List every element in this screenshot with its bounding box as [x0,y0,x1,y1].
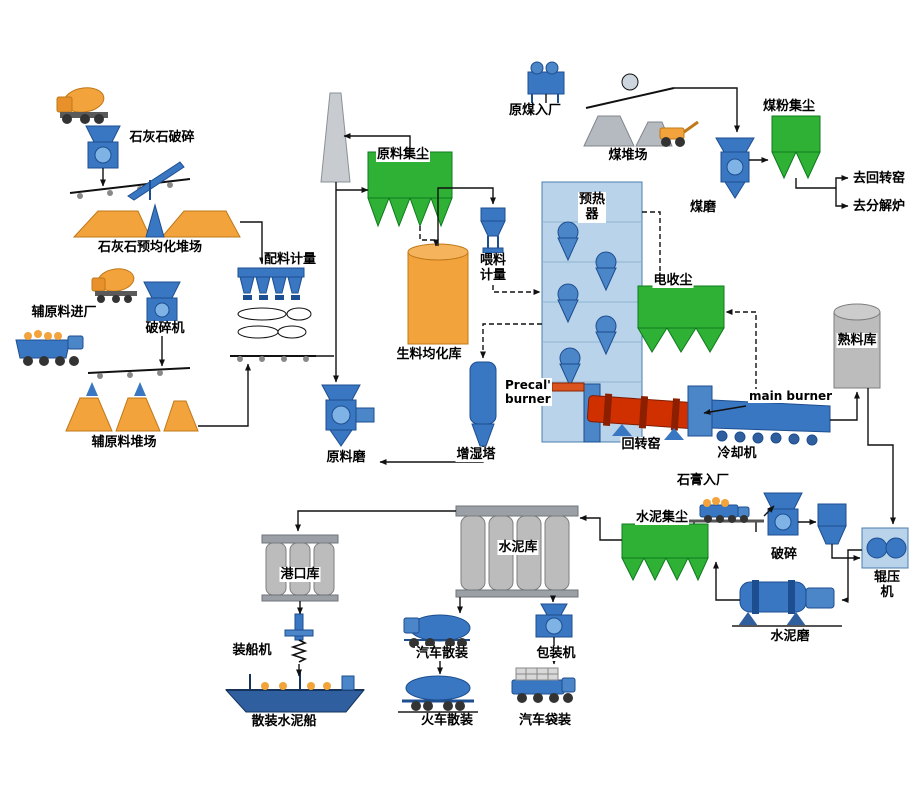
clinker-silo [833,303,881,389]
batching-conveyors [230,307,316,362]
rail-tank-car [398,675,478,713]
cement-silo-label: 水泥库 [497,540,539,556]
limestone-preblending-piles [72,203,241,238]
bulk-cement-ship [224,672,366,713]
raw-meal-homogenizing-silo [407,243,469,345]
bulk-cement-ship-label: 散装水泥船 [250,714,318,730]
preheater-label: 预热 器 [577,192,607,223]
rotary-kiln-label: 回转窑 [620,437,662,453]
limestone-crushing-label: 石灰石破碎 [128,130,196,146]
gypsum-crushing-label: 破碎 [769,547,799,563]
to-calciner-label: 去分解炉 [852,199,907,215]
coal-mill-label: 煤磨 [688,200,718,216]
truck-bag-label: 汽车袋装 [517,713,573,729]
kiln-support-left [612,424,632,436]
chimney [320,92,351,183]
roller-press [861,527,909,569]
aux-crusher [143,281,181,323]
gypsum-bin [817,503,847,545]
kiln-support-right [664,428,684,440]
humidifying-tower [469,361,497,447]
cement-dust-collector [621,523,709,582]
esp-label: 电收尘 [652,273,694,289]
cooler-label: 冷却机 [716,446,758,462]
electrostatic-precipitator [637,285,725,353]
to-rotary-kiln-label: 去回转窑 [852,171,907,187]
port-silo-label: 港口库 [279,567,321,583]
mixer-truck-aux [91,268,137,303]
aux-material-piles [65,382,199,432]
coal-dust-label: 煤粉集尘 [761,99,817,115]
raw-coal-inbound-label: 原煤入厂 [507,103,563,119]
clinker-silo-label: 熟料库 [836,333,878,349]
crusher-label: 破碎机 [144,321,186,337]
humidifying-tower-label: 增湿塔 [455,447,497,463]
gypsum-crusher [763,492,803,536]
rotary-kiln [586,393,698,431]
main-burner-label: main burner [748,389,834,404]
precalciner-burner-pipe [551,382,585,392]
raw-material-dust-label: 原料集尘 [375,147,431,163]
roller-press-label: 辊压机 [870,570,904,601]
aux-conveyor [87,367,191,379]
aux-material-inbound-label: 辅原料进厂 [30,305,98,321]
train-bulk-label: 火车散装 [419,713,475,729]
coal-mill [715,137,755,199]
coal-yard-label: 煤堆场 [607,148,649,164]
ship-loader [284,613,314,663]
coal-intake-crusher [527,61,565,104]
raw-meal-silo-label: 生料均化库 [395,347,463,363]
feed-metering-hopper [480,207,506,254]
packing-machine-label: 包装机 [535,646,577,662]
ship-loader-label: 装船机 [231,643,273,659]
truck-bulk-label: 汽车散装 [414,646,470,662]
precal-burner-label: Precal' burner [504,378,552,407]
wheel-loader [659,120,699,147]
packing-machine [535,603,573,638]
gypsum-inbound-label: 石膏入厂 [675,473,731,489]
aux-material-yard-label: 辅原料堆场 [90,435,158,451]
bulk-cement-truck [403,614,471,648]
coal-yard-piles [583,115,673,147]
preheater-cyclones [557,221,617,388]
dump-truck-aux [15,330,84,366]
gypsum-delivery-platform [686,497,764,532]
mixer-truck-limestone [56,87,108,124]
limestone-crusher [85,125,121,169]
feed-metering-label: 喂料 计量 [478,253,508,284]
cement-mill-label: 水泥磨 [769,629,811,645]
bagged-cement-truck [511,667,576,703]
raw-mill [321,384,375,447]
limestone-preblending-yard-label: 石灰石预均化堆场 [96,240,204,256]
raw-material-dust-collector [367,151,453,228]
coal-conveyor [585,73,675,109]
cement-dust-label: 水泥集尘 [634,510,690,526]
coal-dust-collector [771,115,821,180]
batching-station [237,267,305,300]
batching-metering-label: 配料计量 [262,252,318,268]
cement-mill [732,580,842,627]
stacker [127,161,185,201]
raw-mill-label: 原料磨 [325,450,367,466]
